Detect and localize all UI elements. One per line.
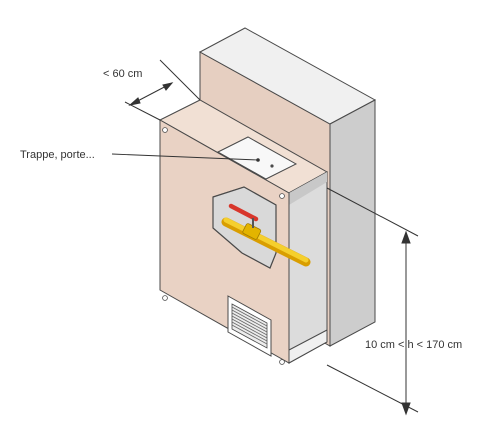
hatch-callout-leader xyxy=(111,153,259,161)
cabinet-interior-shadow xyxy=(289,172,327,205)
height-dimension xyxy=(326,187,419,416)
gas-pipe-highlight xyxy=(223,217,309,263)
hatch-callout-dot xyxy=(256,158,260,162)
front-screws xyxy=(162,127,285,365)
top-hatch xyxy=(216,136,298,180)
height-constraint-label: 10 cm < h < 170 cm xyxy=(365,339,463,351)
top-hatch-screw xyxy=(270,164,274,168)
valve-handle xyxy=(228,203,259,222)
cutaway-edge xyxy=(212,186,277,269)
wall-side-face xyxy=(329,99,376,347)
hatch-callout-label: Trappe, porte... xyxy=(20,149,95,161)
width-dimension xyxy=(124,59,201,121)
valve-body xyxy=(242,223,262,240)
grille-slats xyxy=(231,306,268,345)
width-constraint-label: < 60 cm xyxy=(103,68,143,80)
